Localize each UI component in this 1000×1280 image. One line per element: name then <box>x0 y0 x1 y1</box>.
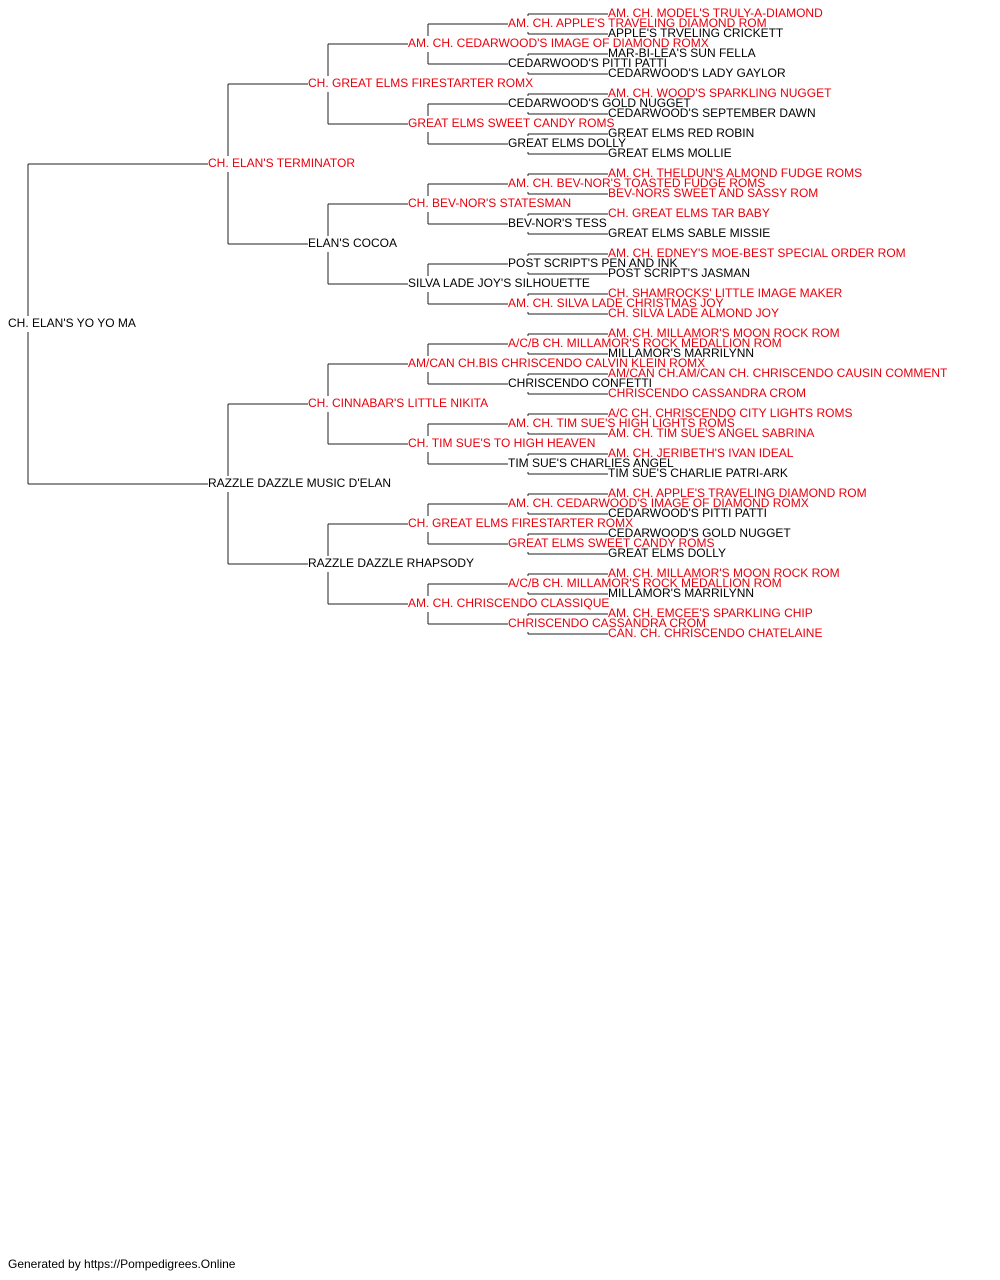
ancestor-name: A/C/B CH. MILLAMOR'S ROCK MEDALLION ROM <box>508 576 782 590</box>
ancestor-name: CEDARWOOD'S LADY GAYLOR <box>608 66 786 80</box>
ancestor-name: A/C/B CH. MILLAMOR'S ROCK MEDALLION ROM <box>508 336 782 350</box>
ancestor-name: RAZZLE DAZZLE MUSIC D'ELAN <box>208 476 391 490</box>
ancestor-name: AM. CH. TIM SUE'S HIGH LIGHTS ROMS <box>508 416 735 430</box>
ancestor-name: AM. CH. THELDUN'S ALMOND FUDGE ROMS <box>608 166 862 180</box>
ancestor-name: CEDARWOOD'S GOLD NUGGET <box>508 96 691 110</box>
ancestor-name: AM. CH. APPLE'S TRAVELING DIAMOND ROM <box>508 16 767 30</box>
ancestor-name: ELAN'S COCOA <box>308 236 397 250</box>
ancestor-name: CEDARWOOD'S SEPTEMBER DAWN <box>608 106 816 120</box>
ancestor-name: GREAT ELMS DOLLY <box>608 546 726 560</box>
ancestor-name: CH. TIM SUE'S TO HIGH HEAVEN <box>408 436 595 450</box>
ancestor-name: BEV-NOR'S TESS <box>508 216 607 230</box>
ancestor-name: CEDARWOOD'S GOLD NUGGET <box>608 526 791 540</box>
ancestor-name: CH. SILVA LADE ALMOND JOY <box>608 306 779 320</box>
ancestor-name: AM. CH. APPLE'S TRAVELING DIAMOND ROM <box>608 486 867 500</box>
ancestor-name: AM. CH. EDNEY'S MOE-BEST SPECIAL ORDER R… <box>608 246 906 260</box>
ancestor-name: AM/CAN CH.BIS CHRISCENDO CALVIN KLEIN RO… <box>408 356 705 370</box>
ancestor-name: CHRISCENDO CASSANDRA CROM <box>608 386 806 400</box>
ancestor-name: AM. CH. MILLAMOR'S MOON ROCK ROM <box>608 326 840 340</box>
ancestor-name: AM. CH. CHRISCENDO CLASSIQUE <box>408 596 609 610</box>
ancestor-name: CH. SHAMROCKS' LITTLE IMAGE MAKER <box>608 286 843 300</box>
ancestor-name: APPLE'S TRVELING CRICKETT <box>608 26 784 40</box>
ancestor-name: AM. CH. CEDARWOOD'S IMAGE OF DIAMOND ROM… <box>508 496 809 510</box>
subject-dog-name: CH. ELAN'S YO YO MA <box>8 316 136 330</box>
ancestor-name: CH. ELAN'S TERMINATOR <box>208 156 355 170</box>
ancestor-name: RAZZLE DAZZLE RHAPSODY <box>308 556 474 570</box>
ancestor-name: AM. CH. WOOD'S SPARKLING NUGGET <box>608 86 832 100</box>
ancestor-name: MILLAMOR'S MARRILYNN <box>608 346 754 360</box>
ancestor-name: CH. GREAT ELMS FIRESTARTER ROMX <box>308 76 533 90</box>
footer-credit: Generated by https://Pompedigrees.Online <box>8 1257 236 1271</box>
ancestor-name: POST SCRIPT'S JASMAN <box>608 266 750 280</box>
ancestor-name: CH. CINNABAR'S LITTLE NIKITA <box>308 396 488 410</box>
ancestor-name: GREAT ELMS DOLLY <box>508 136 626 150</box>
ancestor-name: CEDARWOOD'S PITTI PATTI <box>608 506 767 520</box>
ancestor-name: AM/CAN CH.AM/CAN CH. CHRISCENDO CAUSIN C… <box>608 366 948 380</box>
ancestor-name: AM. CH. MODEL'S TRULY-A-DIAMOND <box>608 6 823 20</box>
ancestor-name: GREAT ELMS SWEET CANDY ROMS <box>408 116 614 130</box>
ancestor-name: TIM SUE'S CHARLIE PATRI-ARK <box>608 466 788 480</box>
ancestor-name: AM. CH. BEV-NOR'S TOASTED FUDGE ROMS <box>508 176 765 190</box>
ancestor-name: SILVA LADE JOY'S SILHOUETTE <box>408 276 590 290</box>
ancestor-name: MAR-BI-LEA'S SUN FELLA <box>608 46 756 60</box>
ancestor-name: CHRISCENDO CASSANDRA CROM <box>508 616 706 630</box>
ancestor-name: CH. GREAT ELMS TAR BABY <box>608 206 770 220</box>
ancestor-name: TIM SUE'S CHARLIES ANGEL <box>508 456 674 470</box>
ancestor-name: BEV-NORS SWEET AND SASSY ROM <box>608 186 818 200</box>
ancestor-name: GREAT ELMS SABLE MISSIE <box>608 226 770 240</box>
ancestor-name: MILLAMOR'S MARRILYNN <box>608 586 754 600</box>
ancestor-name: CH. GREAT ELMS FIRESTARTER ROMX <box>408 516 633 530</box>
ancestor-name: AM. CH. EMCEE'S SPARKLING CHIP <box>608 606 813 620</box>
ancestor-name: CH. BEV-NOR'S STATESMAN <box>408 196 571 210</box>
ancestor-name: A/C CH. CHRISCENDO CITY LIGHTS ROMS <box>608 406 852 420</box>
ancestor-name: GREAT ELMS RED ROBIN <box>608 126 754 140</box>
ancestor-name: AM. CH. TIM SUE'S ANGEL SABRINA <box>608 426 814 440</box>
ancestor-name: GREAT ELMS MOLLIE <box>608 146 732 160</box>
ancestor-name: AM. CH. CEDARWOOD'S IMAGE OF DIAMOND ROM… <box>408 36 709 50</box>
ancestor-name: CHRISCENDO CONFETTI <box>508 376 652 390</box>
ancestor-name: POST SCRIPT'S PEN AND INK <box>508 256 677 270</box>
ancestor-name: CAN. CH. CHRISCENDO CHATELAINE <box>608 626 822 640</box>
ancestor-name: AM. CH. SILVA LADE CHRISTMAS JOY <box>508 296 724 310</box>
ancestor-name: GREAT ELMS SWEET CANDY ROMS <box>508 536 714 550</box>
ancestor-name: CEDARWOOD'S PITTI PATTI <box>508 56 667 70</box>
ancestor-name: AM. CH. JERIBETH'S IVAN IDEAL <box>608 446 794 460</box>
ancestor-name: AM. CH. MILLAMOR'S MOON ROCK ROM <box>608 566 840 580</box>
